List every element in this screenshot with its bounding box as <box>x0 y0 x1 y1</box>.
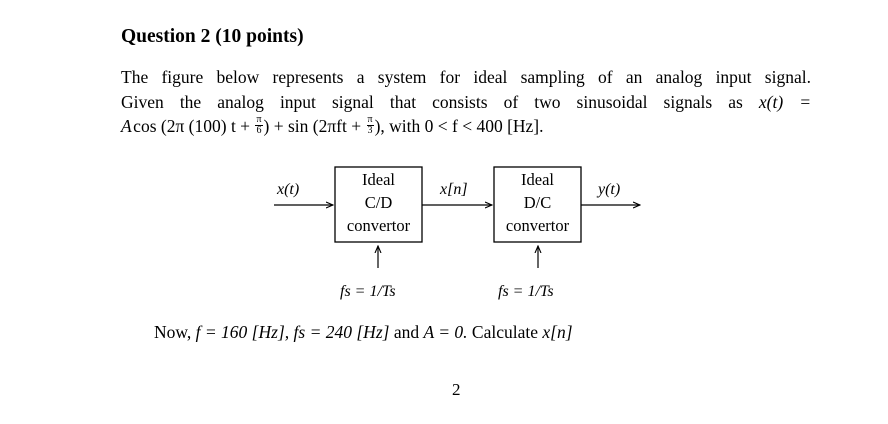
sampling-rate-label-1: fs = 1/Ts <box>340 283 396 300</box>
input-signal-label: x(t) <box>277 181 300 198</box>
signal-definition-lhs: x(t) = <box>758 91 812 112</box>
discrete-signal-label: x[n] <box>440 181 468 198</box>
output-signal-label: y(t) <box>598 181 621 198</box>
page-number: 2 <box>452 380 461 399</box>
cd-converter-label: Ideal C/D convertor <box>346 170 411 235</box>
paragraph-line-1: The figure below represents a system for… <box>121 67 811 87</box>
given-values-line: Now, f = 160 [Hz], fs = 240 [Hz] and A =… <box>154 322 573 342</box>
dc-converter-label: Ideal D/C convertor <box>505 170 570 235</box>
sampling-rate-label-2: fs = 1/Ts <box>498 283 554 300</box>
question-title: Question 2 (10 points) <box>121 26 304 47</box>
paragraph-line-2: Given the analog input signal that consi… <box>121 91 812 112</box>
question-paragraph: The figure below represents a system for… <box>121 65 811 139</box>
